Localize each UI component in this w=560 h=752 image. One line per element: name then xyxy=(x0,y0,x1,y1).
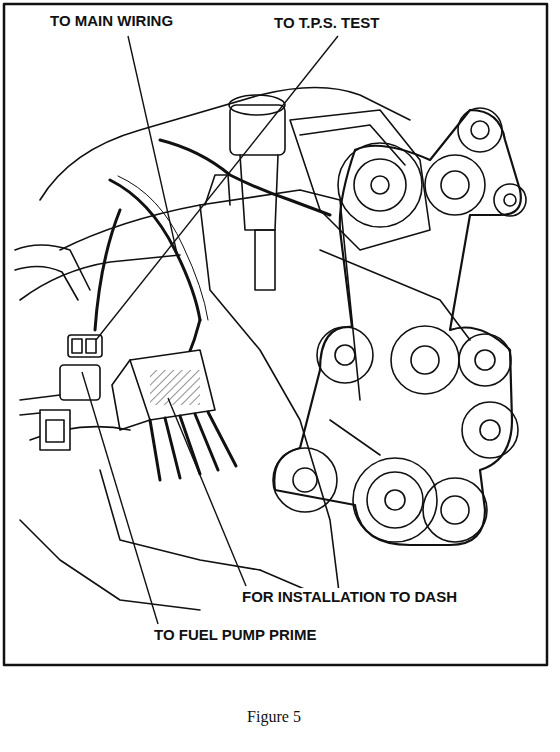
callout-label: TO MAIN WIRING xyxy=(48,12,175,29)
callout-label: TO T.P.S. TEST xyxy=(272,14,381,31)
leader-lines xyxy=(82,36,338,624)
frame xyxy=(4,4,547,665)
callout-label: FOR INSTALLATION TO DASH xyxy=(240,588,459,605)
callout-label: TO FUEL PUMP PRIME xyxy=(152,626,319,643)
figure-caption: Figure 5 xyxy=(247,708,301,726)
